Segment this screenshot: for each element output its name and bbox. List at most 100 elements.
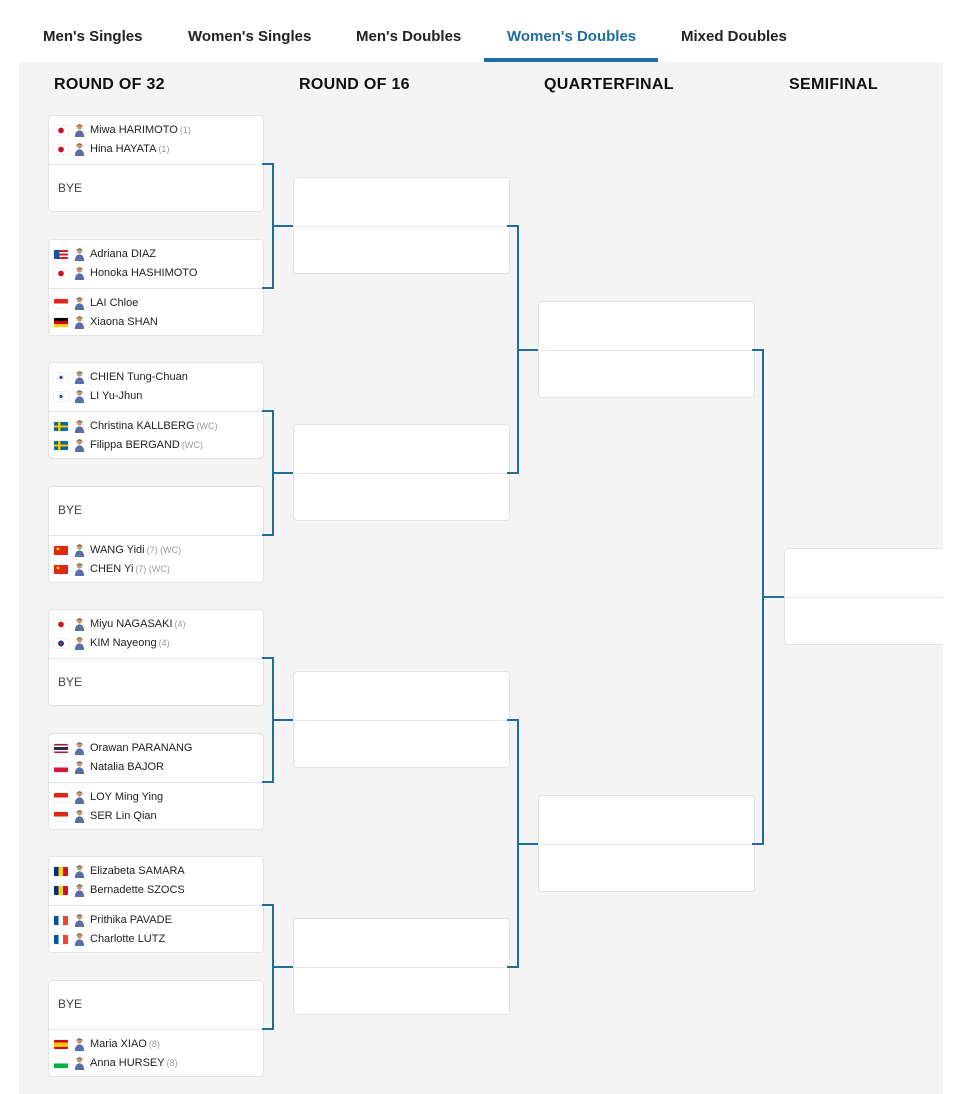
quarterfinal-match [538, 301, 755, 398]
player-name[interactable]: Christina KALLBERG [90, 420, 195, 432]
player-row[interactable]: Miyu NAGASAKI(4) [54, 615, 186, 633]
player-name[interactable]: Charlotte LUTZ [90, 933, 166, 945]
player-row[interactable]: Charlotte LUTZ [54, 930, 165, 948]
player-row[interactable]: CHIEN Tung-Chuan [54, 368, 188, 386]
connector-line [507, 225, 517, 227]
player-row[interactable]: Natalia BAJOR [54, 758, 164, 776]
flag-sgp-icon [54, 811, 68, 821]
player-name[interactable]: LI Yu-Jhun [90, 390, 143, 402]
player-row[interactable]: Xiaona SHAN [54, 313, 158, 331]
player-name[interactable]: CHIEN Tung-Chuan [90, 371, 188, 383]
player-row[interactable]: LI Yu-Jhun [54, 387, 142, 405]
player-name[interactable]: Orawan PARANANG [90, 742, 193, 754]
tab-mixed-doubles[interactable]: Mixed Doubles [681, 28, 787, 45]
pair-slot[interactable]: WANG Yidi(7) (WC)CHEN Yi(7) (WC) [49, 536, 263, 584]
player-seed: (7) (WC) [146, 545, 182, 555]
player-row[interactable]: SER Lin Qian [54, 807, 157, 825]
flag-jpn-icon [54, 144, 68, 154]
player-name[interactable]: Miyu NAGASAKI [90, 618, 173, 630]
player-name[interactable]: Adriana DIAZ [90, 248, 157, 260]
player-name[interactable]: Bernadette SZOCS [90, 884, 185, 896]
player-name[interactable]: Xiaona SHAN [90, 316, 158, 328]
event-tabs: Men's Singles Women's Singles Men's Doub… [0, 0, 953, 62]
pair-slot[interactable]: CHIEN Tung-Chuan LI Yu-Jhun [49, 363, 263, 411]
player-seed: (WC) [181, 440, 203, 450]
player-row[interactable]: Prithika PAVADE [54, 911, 172, 929]
semifinal-match [784, 548, 943, 645]
bye-label: BYE [58, 997, 83, 1011]
player-name[interactable]: CHEN Yi [90, 563, 134, 575]
player-name[interactable]: Maria XIAO [90, 1038, 147, 1050]
player-name[interactable]: LAI Chloe [90, 297, 139, 309]
player-row[interactable]: Maria XIAO(8) [54, 1035, 160, 1053]
connector-line [262, 1028, 272, 1030]
player-name[interactable]: Hina HAYATA [90, 143, 157, 155]
player-row[interactable]: Filippa BERGAND(WC) [54, 436, 203, 454]
match-divider [785, 597, 943, 598]
player-row[interactable]: Elizabeta SAMARA [54, 862, 185, 880]
player-row[interactable]: Orawan PARANANG [54, 739, 193, 757]
bye-slot[interactable]: BYE [49, 981, 263, 1029]
player-row[interactable]: Christina KALLBERG(WC) [54, 417, 218, 435]
pair-slot[interactable]: Elizabeta SAMARA Bernadette SZOCS [49, 857, 263, 905]
pair-slot[interactable]: Christina KALLBERG(WC)Filippa BERGAND(WC… [49, 412, 263, 460]
tab-mens-singles[interactable]: Men's Singles [43, 28, 143, 45]
pair-slot[interactable]: Miwa HARIMOTO(1)Hina HAYATA(1) [49, 116, 263, 164]
player-avatar-icon [74, 760, 85, 774]
player-row[interactable]: Anna HURSEY(8) [54, 1054, 178, 1072]
bye-slot[interactable]: BYE [49, 659, 263, 707]
match-divider [294, 967, 509, 968]
player-avatar-icon [74, 741, 85, 755]
player-name[interactable]: KIM Nayeong [90, 637, 157, 649]
round-header-semifinal: SEMIFINAL [789, 76, 878, 93]
pair-slot[interactable]: Maria XIAO(8)Anna HURSEY(8) [49, 1030, 263, 1078]
player-row[interactable]: Hina HAYATA(1) [54, 140, 169, 158]
round-header-quarterfinal: QUARTERFINAL [544, 76, 674, 93]
player-row[interactable]: Bernadette SZOCS [54, 881, 185, 899]
connector-line [262, 904, 272, 906]
pair-slot[interactable]: Orawan PARANANG Natalia BAJOR [49, 734, 263, 782]
tab-mens-doubles[interactable]: Men's Doubles [356, 28, 462, 45]
flag-rou-icon [54, 885, 68, 895]
tab-womens-singles[interactable]: Women's Singles [188, 28, 312, 45]
player-avatar-icon [74, 864, 85, 878]
player-row[interactable]: Honoka HASHIMOTO [54, 264, 197, 282]
player-name[interactable]: Miwa HARIMOTO [90, 124, 178, 136]
player-row[interactable]: LOY Ming Ying [54, 788, 163, 806]
player-seed: (4) [174, 619, 186, 629]
bye-slot[interactable]: BYE [49, 487, 263, 535]
connector-line [262, 534, 272, 536]
player-avatar-icon [74, 247, 85, 261]
connector-line [517, 843, 538, 845]
pair-slot[interactable]: Miyu NAGASAKI(4)KIM Nayeong(4) [49, 610, 263, 658]
player-name[interactable]: Elizabeta SAMARA [90, 865, 185, 877]
match-divider [294, 473, 509, 474]
player-name[interactable]: Natalia BAJOR [90, 761, 164, 773]
player-row[interactable]: KIM Nayeong(4) [54, 634, 170, 652]
player-name[interactable]: Prithika PAVADE [90, 914, 172, 926]
player-row[interactable]: Adriana DIAZ [54, 245, 156, 263]
player-row[interactable]: WANG Yidi(7) (WC) [54, 541, 181, 559]
player-row[interactable]: CHEN Yi(7) (WC) [54, 560, 170, 578]
player-row[interactable]: Miwa HARIMOTO(1) [54, 121, 191, 139]
player-name[interactable]: Honoka HASHIMOTO [90, 267, 198, 279]
round16-match [293, 918, 510, 1015]
flag-tpe-icon [54, 372, 68, 382]
player-avatar-icon [74, 932, 85, 946]
player-name[interactable]: LOY Ming Ying [90, 791, 164, 803]
pair-slot[interactable]: Prithika PAVADE Charlotte LUTZ [49, 906, 263, 954]
flag-jpn-icon [54, 268, 68, 278]
player-avatar-icon [74, 419, 85, 433]
bye-slot[interactable]: BYE [49, 165, 263, 213]
player-name[interactable]: Anna HURSEY [90, 1057, 165, 1069]
player-avatar-icon [74, 617, 85, 631]
pair-slot[interactable]: Adriana DIAZ Honoka HASHIMOTO [49, 240, 263, 288]
tab-womens-doubles[interactable]: Women's Doubles [507, 28, 637, 45]
player-name[interactable]: Filippa BERGAND [90, 439, 180, 451]
player-row[interactable]: LAI Chloe [54, 294, 138, 312]
player-name[interactable]: SER Lin Qian [90, 810, 157, 822]
flag-wal-icon [54, 1058, 68, 1068]
player-name[interactable]: WANG Yidi [90, 544, 145, 556]
